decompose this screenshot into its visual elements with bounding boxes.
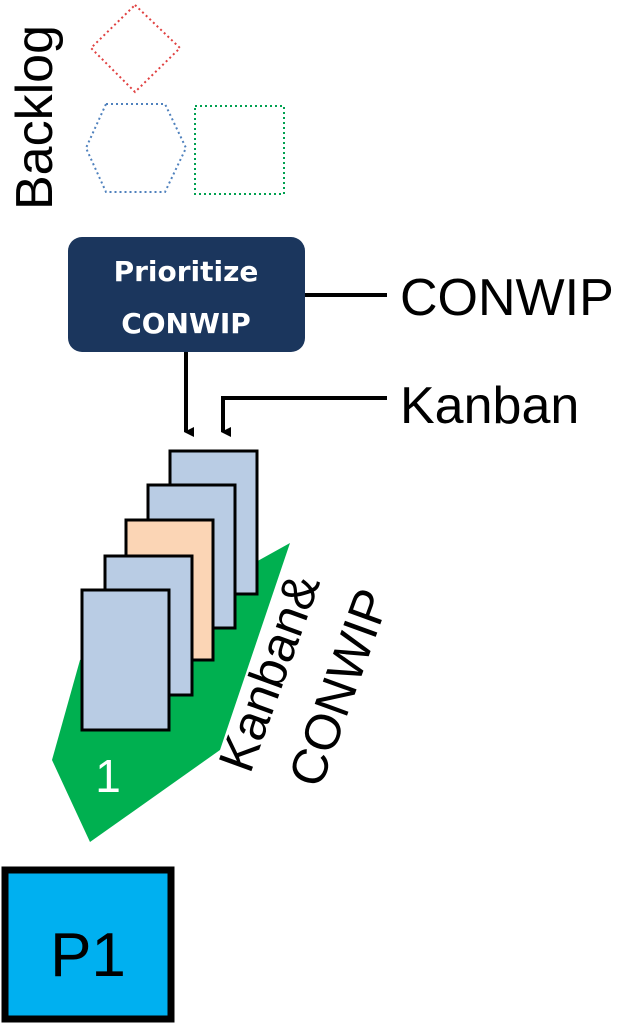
backlog-label: Backlog [6, 25, 64, 210]
kanban-callout-label: Kanban [400, 377, 579, 435]
process-p1-label: P1 [50, 921, 126, 990]
kanban-card [80, 588, 171, 732]
backlog-diamond-shape [89, 3, 182, 94]
conwip-callout-label: CONWIP [400, 269, 614, 327]
backlog-square-shape [194, 105, 285, 195]
backlog-hexagon-shape [84, 103, 188, 193]
prioritize-box-line1: Prioritize [114, 255, 259, 288]
kanban-callout-arrow [221, 396, 387, 437]
buffer-number: 1 [95, 750, 121, 802]
prioritize-box-line2: CONWIP [121, 307, 251, 340]
prioritize-conwip-box [68, 237, 305, 352]
process-p1-box [1, 866, 175, 1023]
